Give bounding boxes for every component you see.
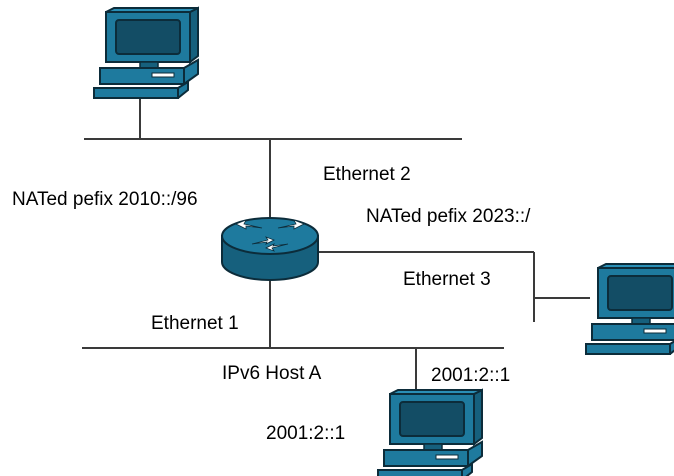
router-icon <box>221 217 319 281</box>
computer-icon <box>93 7 199 99</box>
computer-icon <box>377 389 483 476</box>
address-left-label: 2001:2::1 <box>266 423 346 444</box>
ethernet1-label: Ethernet 1 <box>151 313 239 334</box>
host-a-label: IPv6 Host A <box>222 363 322 384</box>
computer-icon <box>585 263 674 355</box>
address-right-label: 2001:2::1 <box>431 365 511 386</box>
nated-prefix-2010-label: NATed pefix 2010::/96 <box>12 189 198 210</box>
ethernet3-label: Ethernet 3 <box>403 269 491 290</box>
ethernet2-label: Ethernet 2 <box>323 164 411 185</box>
nated-prefix-2023-label: NATed pefix 2023::/ <box>366 206 531 227</box>
